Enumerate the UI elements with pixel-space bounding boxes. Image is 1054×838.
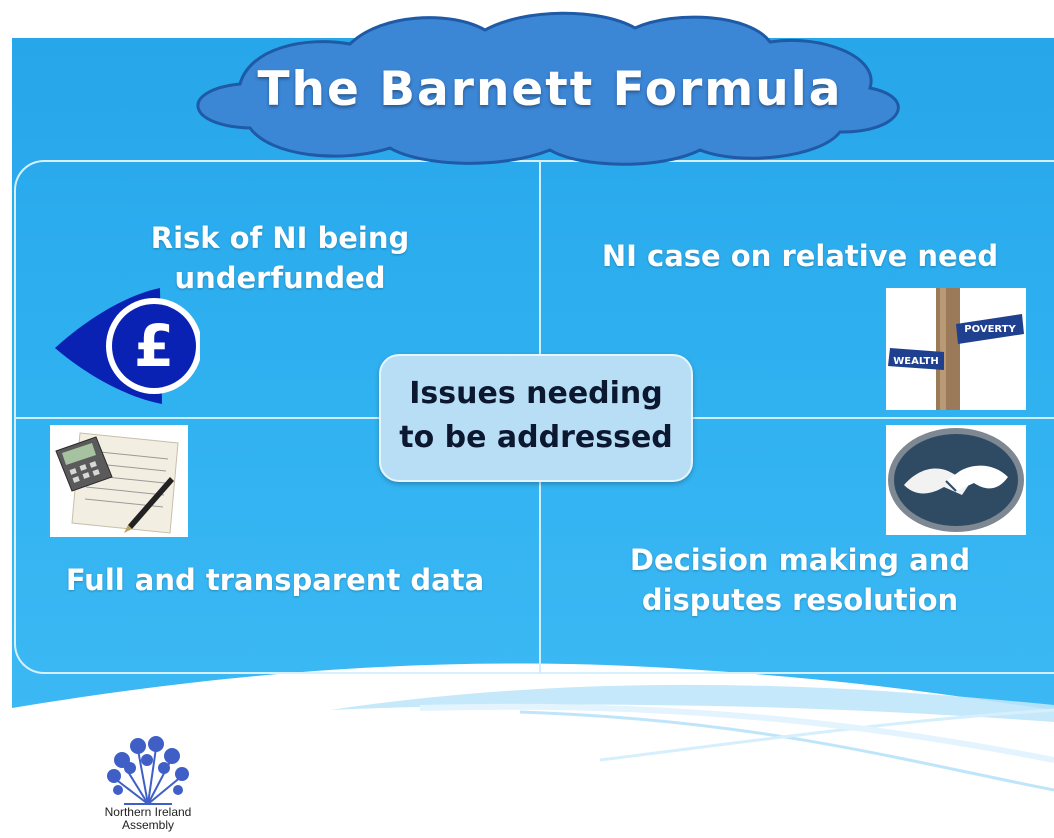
- bottom-wave-decoration: [0, 663, 1054, 838]
- quadrant-top-right-label: NI case on relative need: [560, 236, 1040, 276]
- ni-assembly-logo-text: Northern Ireland Assembly: [78, 806, 218, 832]
- center-issues-text: Issues needing to be addressed: [379, 372, 693, 460]
- calculator-document-icon: [50, 425, 188, 537]
- quadrant-bottom-left-label: Full and transparent data: [40, 560, 510, 600]
- center-line2: to be addressed: [399, 420, 673, 455]
- quadrant-top-left-line2: underfunded: [174, 261, 386, 295]
- ni-logo-line1: Northern Ireland: [104, 805, 192, 819]
- quadrant-bottom-right-label: Decision making and disputes resolution: [560, 540, 1040, 620]
- quadrant-bottom-left-line1: Full and transparent data: [65, 563, 485, 597]
- signpost-text-poverty: POVERTY: [964, 324, 1016, 335]
- ni-assembly-flax-logo: [107, 736, 189, 805]
- quadrant-top-right-line1: NI case on relative need: [601, 239, 999, 273]
- signpost-text-wealth: WEALTH: [893, 356, 939, 367]
- signpost-icon: POVERTY WEALTH: [886, 288, 1026, 410]
- quadrant-top-left-line1: Risk of NI being: [150, 221, 410, 255]
- quadrant-top-left-label: Risk of NI being underfunded: [80, 218, 480, 298]
- slide-title: The Barnett Formula: [257, 62, 843, 117]
- center-line1: Issues needing: [409, 376, 663, 411]
- ni-logo-line2: Assembly: [121, 818, 174, 832]
- center-issues-box: [379, 354, 693, 482]
- svg-text:£: £: [134, 312, 174, 380]
- handshake-icon: [886, 425, 1026, 535]
- pound-eye-icon: £: [55, 288, 200, 404]
- quadrant-bottom-right-line1: Decision making and: [629, 543, 971, 577]
- quadrant-bottom-right-line2: disputes resolution: [641, 583, 959, 617]
- title-cloud: [196, 11, 900, 166]
